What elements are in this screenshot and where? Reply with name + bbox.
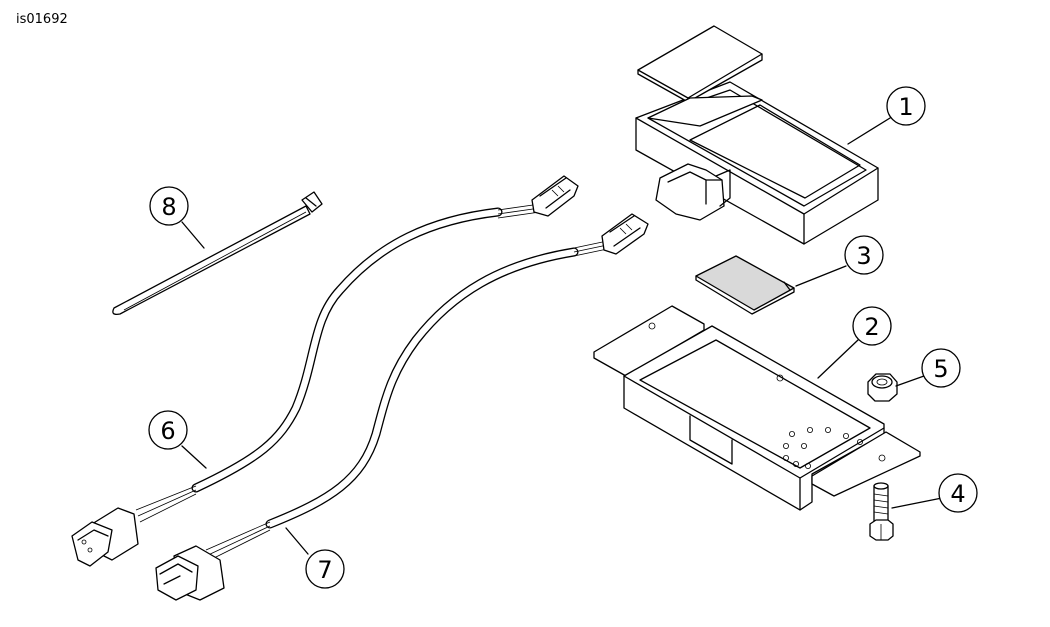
callout-7: 7 <box>305 549 345 589</box>
callout-2: 2 <box>852 306 892 346</box>
figure-id-label: is01692 <box>16 12 68 27</box>
callout-1: 1 <box>886 86 926 126</box>
harness-upper-part <box>71 175 579 567</box>
callout-8-label: 8 <box>161 193 176 221</box>
control-module-part <box>635 25 879 245</box>
leader-lines <box>181 117 943 555</box>
bolt-part <box>869 482 894 541</box>
callout-3: 3 <box>844 235 884 275</box>
callout-7-label: 7 <box>317 556 332 584</box>
harness-lower-part <box>155 213 649 601</box>
mounting-bracket-part <box>593 305 921 511</box>
callout-6-label: 6 <box>160 417 175 445</box>
adhesive-pad-part <box>695 255 795 315</box>
callout-5: 5 <box>921 348 961 388</box>
cable-tie-part <box>112 191 323 316</box>
callout-5-label: 5 <box>933 355 948 383</box>
callout-6: 6 <box>148 410 188 450</box>
nut-part <box>867 373 898 402</box>
callout-8: 8 <box>149 186 189 226</box>
callout-1-label: 1 <box>898 93 913 121</box>
callout-4: 4 <box>938 473 978 513</box>
callout-4-label: 4 <box>950 480 965 508</box>
callout-3-label: 3 <box>856 242 871 270</box>
callout-2-label: 2 <box>864 313 879 341</box>
